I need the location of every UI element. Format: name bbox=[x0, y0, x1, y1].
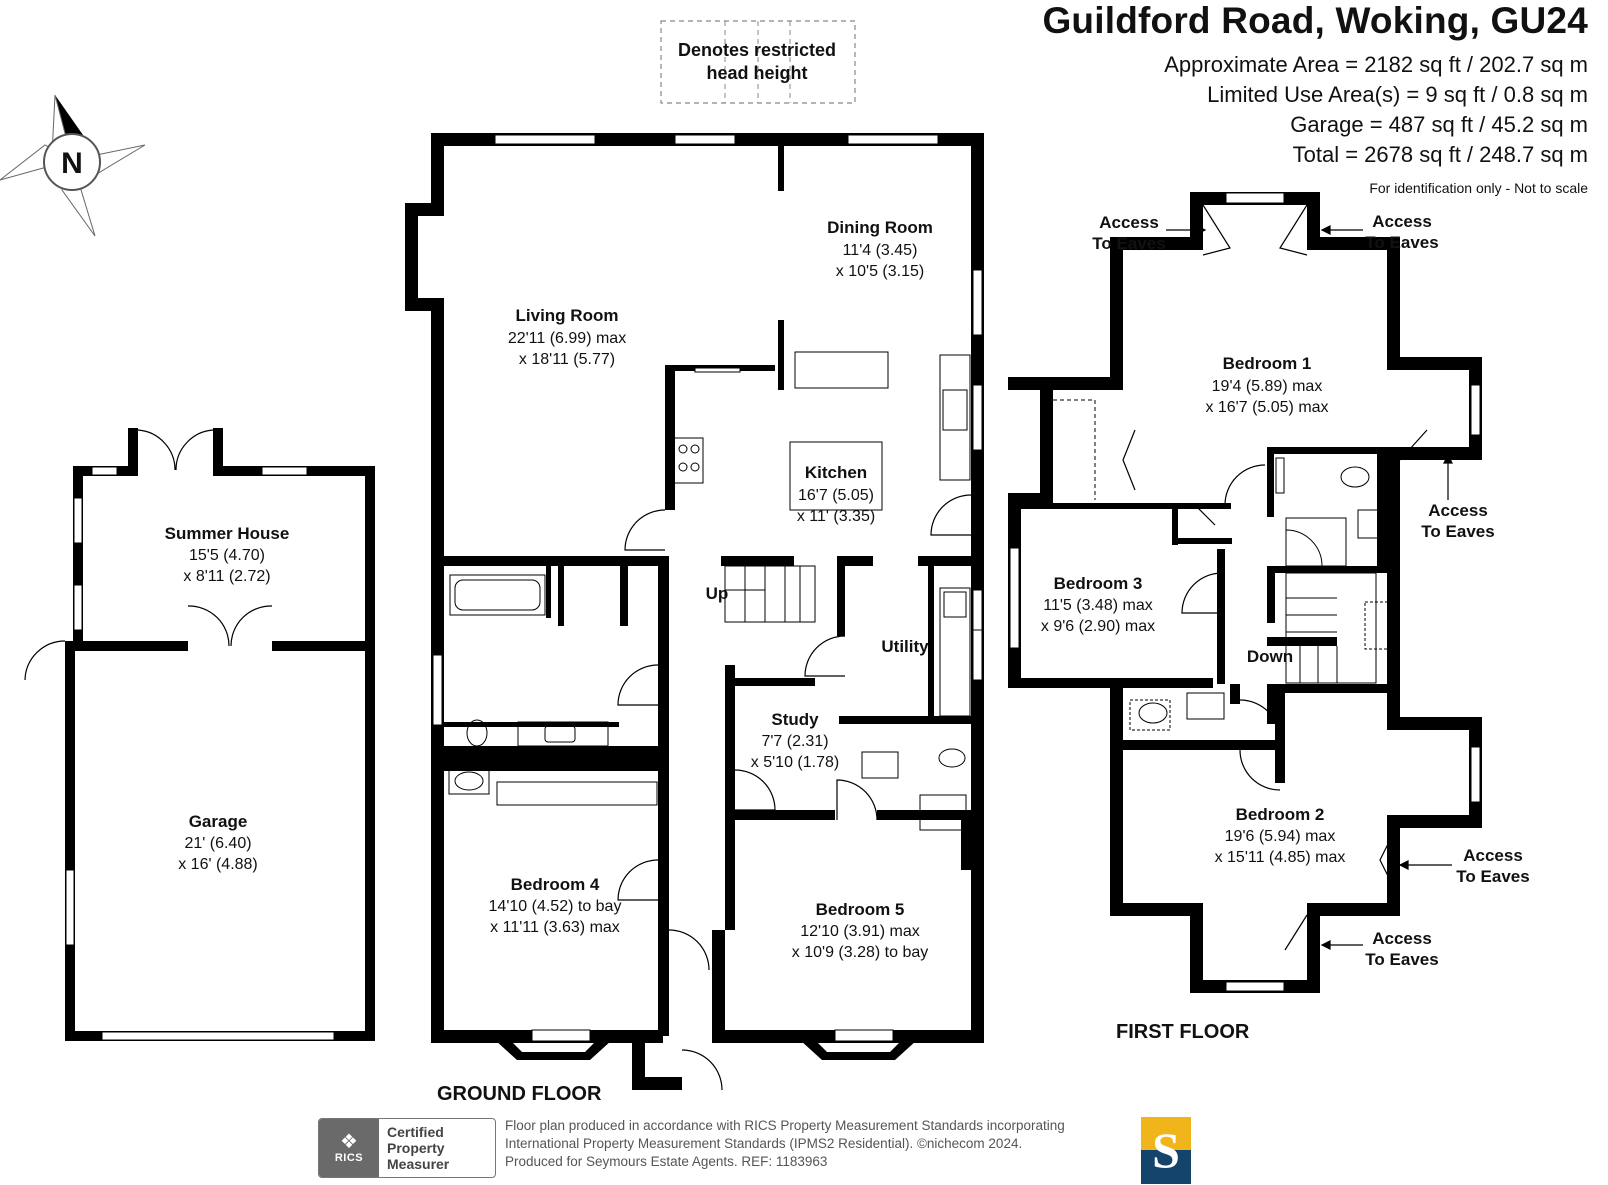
eaves-s-line2: To Eaves bbox=[1365, 950, 1438, 969]
living-room-dim2: x 18'11 (5.77) bbox=[519, 351, 615, 368]
utility-name: Utility bbox=[881, 637, 929, 656]
bay-windows bbox=[495, 1035, 917, 1060]
study-name: Study bbox=[771, 710, 819, 729]
limited-use-area: Limited Use Area(s) = 9 sq ft / 0.8 sq m bbox=[1207, 82, 1588, 107]
eaves-e-line1: Access bbox=[1428, 501, 1488, 520]
rics-seal-icon: ❖ bbox=[340, 1131, 358, 1153]
bedroom2-name: Bedroom 2 bbox=[1236, 805, 1325, 824]
study-dim1: 7'7 (2.31) bbox=[761, 733, 828, 750]
stairs-down-label: Down bbox=[1247, 647, 1293, 666]
legend-line-2: head height bbox=[706, 63, 807, 83]
living-room-dim1: 22'11 (6.99) max bbox=[508, 330, 626, 347]
eaves-labels: Access To Eaves Access To Eaves Access T… bbox=[1092, 212, 1529, 969]
garage-dim1: 21' (6.40) bbox=[184, 835, 251, 852]
property-title: Guildford Road, Woking, GU24 bbox=[1042, 0, 1588, 41]
bedroom4-name: Bedroom 4 bbox=[511, 875, 600, 894]
garage-building bbox=[65, 428, 375, 1041]
garage-doors bbox=[24, 429, 273, 681]
rics-badge-line-2: Property bbox=[387, 1140, 445, 1156]
stairs-up-label: Up bbox=[706, 584, 729, 603]
dining-room-name: Dining Room bbox=[827, 218, 933, 237]
summer-house-dim2: x 8'11 (2.72) bbox=[183, 568, 270, 585]
eaves-ne-line2: To Eaves bbox=[1365, 233, 1438, 252]
rics-logo: ❖ RICS bbox=[319, 1119, 379, 1177]
dining-room-dim2: x 10'5 (3.15) bbox=[836, 263, 924, 280]
ground-floor-walls bbox=[405, 133, 984, 1090]
restricted-height-legend: Denotes restricted head height bbox=[660, 20, 856, 104]
bedroom1-dim1: 19'4 (5.89) max bbox=[1212, 378, 1323, 395]
kitchen-dim2: x 11' (3.35) bbox=[797, 508, 875, 525]
rics-badge-line-3: Measurer bbox=[387, 1156, 450, 1172]
seymours-logo-letter: S bbox=[1152, 1122, 1180, 1178]
bedroom4-dim2: x 11'11 (3.63) max bbox=[490, 919, 620, 936]
rics-badge-text: Certified Property Measurer bbox=[379, 1124, 449, 1172]
eaves-nw-line2: To Eaves bbox=[1092, 234, 1165, 253]
living-room-name: Living Room bbox=[516, 306, 619, 325]
rics-badge: ❖ RICS Certified Property Measurer bbox=[318, 1118, 496, 1178]
first-floor-windows bbox=[1009, 192, 1481, 992]
first-floor-fixtures bbox=[1053, 399, 1396, 731]
first-floor-label: FIRST FLOOR bbox=[1116, 1021, 1250, 1043]
seymours-logo: S bbox=[1141, 1117, 1191, 1184]
eaves-se-line1: Access bbox=[1463, 846, 1523, 865]
eaves-s-line1: Access bbox=[1372, 929, 1432, 948]
dining-room-dim1: 11'4 (3.45) bbox=[843, 242, 918, 259]
footer-line-3: Produced for Seymours Estate Agents. REF… bbox=[505, 1154, 828, 1169]
rics-word: RICS bbox=[334, 1152, 364, 1164]
compass-letter: N bbox=[61, 147, 83, 180]
bedroom1-name: Bedroom 1 bbox=[1223, 354, 1312, 373]
eaves-ne-line1: Access bbox=[1372, 212, 1432, 231]
bedroom3-dim2: x 9'6 (2.90) max bbox=[1041, 618, 1155, 635]
rics-badge-line-1: Certified bbox=[387, 1124, 444, 1140]
garage-area: Garage = 487 sq ft / 45.2 sq m bbox=[1290, 112, 1588, 137]
garage-windows bbox=[65, 466, 335, 1041]
room-labels: Summer House 15'5 (4.70) x 8'11 (2.72) G… bbox=[165, 218, 1346, 961]
bedroom3-dim1: 11'5 (3.48) max bbox=[1043, 597, 1152, 614]
ground-floor-fixtures bbox=[448, 351, 971, 831]
bedroom1-dim2: x 16'7 (5.05) max bbox=[1205, 399, 1328, 416]
disclaimer: For identification only - Not to scale bbox=[1369, 180, 1588, 196]
garage-dim2: x 16' (4.88) bbox=[178, 856, 258, 873]
bedroom2-dim2: x 15'11 (4.85) max bbox=[1215, 849, 1346, 866]
footer-line-2: International Property Measurement Stand… bbox=[505, 1136, 1023, 1151]
approximate-area: Approximate Area = 2182 sq ft / 202.7 sq… bbox=[1164, 52, 1588, 77]
kitchen-name: Kitchen bbox=[805, 463, 867, 482]
first-floor-doors bbox=[1122, 204, 1428, 951]
bedroom5-dim2: x 10'9 (3.28) to bay bbox=[792, 944, 928, 961]
footer-line-1: Floor plan produced in accordance with R… bbox=[505, 1118, 1065, 1133]
bedroom5-dim1: 12'10 (3.91) max bbox=[800, 923, 920, 940]
ground-floor-label: GROUND FLOOR bbox=[437, 1083, 602, 1105]
ground-floor-windows bbox=[432, 134, 983, 1042]
eaves-e-line2: To Eaves bbox=[1421, 522, 1494, 541]
bedroom5-name: Bedroom 5 bbox=[816, 900, 905, 919]
bedroom4-dim1: 14'10 (4.52) to bay bbox=[489, 898, 622, 915]
compass-icon: N bbox=[0, 94, 146, 237]
ground-floor-doors bbox=[617, 494, 972, 1091]
legend-line-1: Denotes restricted bbox=[678, 40, 836, 60]
garage-name: Garage bbox=[189, 812, 248, 831]
study-dim2: x 5'10 (1.78) bbox=[751, 754, 839, 771]
eaves-arrows bbox=[1166, 225, 1453, 950]
first-floor-walls bbox=[1008, 192, 1482, 993]
eaves-nw-line1: Access bbox=[1099, 213, 1159, 232]
bedroom3-name: Bedroom 3 bbox=[1054, 574, 1143, 593]
summer-house-dim1: 15'5 (4.70) bbox=[189, 547, 265, 564]
summer-house-name: Summer House bbox=[165, 524, 290, 543]
bedroom2-dim1: 19'6 (5.94) max bbox=[1225, 828, 1336, 845]
kitchen-dim1: 16'7 (5.05) bbox=[798, 487, 874, 504]
total-area: Total = 2678 sq ft / 248.7 sq m bbox=[1292, 142, 1588, 167]
footer-text: Floor plan produced in accordance with R… bbox=[505, 1117, 1065, 1171]
eaves-se-line2: To Eaves bbox=[1456, 867, 1529, 886]
